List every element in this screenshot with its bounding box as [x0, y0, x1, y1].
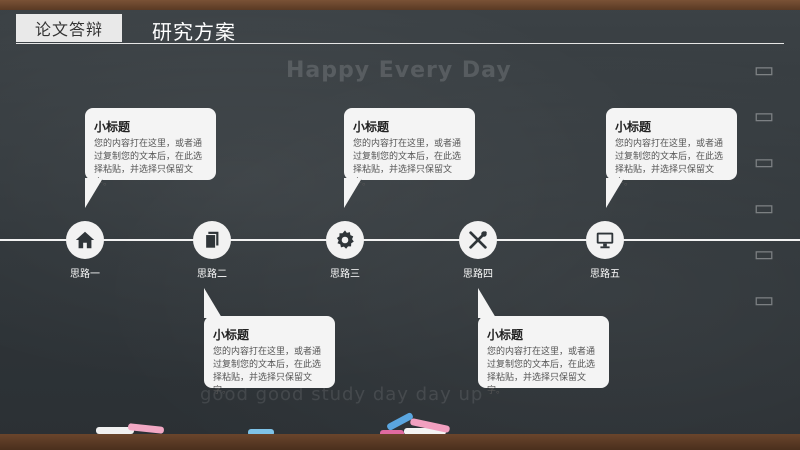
- callout-4-tail: [478, 288, 496, 318]
- page-title: 研究方案: [152, 20, 236, 44]
- callout-text: 您的内容打在这里，或者通过复制您的文本后，在此选择粘贴，并选择只保留文字。: [487, 347, 596, 396]
- callout-2-tail: [204, 288, 222, 318]
- callout-title: 小标题: [615, 120, 652, 134]
- callout-text: 您的内容打在这里，或者通过复制您的文本后，在此选择粘贴，并选择只保留文字。: [615, 139, 724, 188]
- watermark-bottom-text: good good study day day up: [200, 384, 484, 405]
- callout-4: 小标题 您的内容打在这里，或者通过复制您的文本后，在此选择粘贴，并选择只保留文字…: [478, 316, 609, 396]
- callout-text: 您的内容打在这里，或者通过复制您的文本后，在此选择粘贴，并选择只保留文字。: [94, 139, 203, 188]
- scribble-6: ▭: [753, 288, 775, 313]
- node-label-1: 思路一: [70, 269, 100, 280]
- callout-title: 小标题: [94, 120, 131, 134]
- callout-3-tail: [344, 178, 362, 208]
- node-label-5: 思路五: [590, 269, 620, 280]
- tools-icon: [469, 231, 487, 249]
- callout-text: 您的内容打在这里，或者通过复制您的文本后，在此选择粘贴，并选择只保留文字。: [353, 139, 462, 188]
- node-label-3: 思路三: [330, 269, 360, 280]
- callout-5: 小标题 您的内容打在这里，或者通过复制您的文本后，在此选择粘贴，并选择只保留文字…: [606, 108, 737, 188]
- node-label-4: 思路四: [463, 269, 493, 280]
- scribble-2: ▭: [753, 104, 775, 129]
- board-frame-top: [0, 0, 800, 10]
- timeline-node-1[interactable]: [66, 221, 104, 259]
- callout-title: 小标题: [487, 328, 524, 342]
- timeline-node-5[interactable]: [586, 221, 624, 259]
- section-tag: 论文答辩: [16, 14, 122, 42]
- callout-5-tail: [606, 178, 624, 208]
- timeline-node-2[interactable]: [193, 221, 231, 259]
- gear-icon: [336, 230, 354, 249]
- scribble-4: ▭: [753, 196, 775, 221]
- callout-title: 小标题: [353, 120, 390, 134]
- document-icon: [205, 231, 219, 249]
- chalk-scribbles: ▭ ▭ ▭ ▭ ▭ ▭: [742, 48, 786, 388]
- callout-1-tail: [85, 178, 103, 208]
- callout-3: 小标题 您的内容打在这里，或者通过复制您的文本后，在此选择粘贴，并选择只保留文字…: [344, 108, 475, 188]
- chalk-magenta: [380, 430, 404, 437]
- timeline-line: [0, 239, 800, 241]
- watermark-text: Happy Every Day: [286, 58, 512, 83]
- node-label-2: 思路二: [197, 269, 227, 280]
- scribble-1: ▭: [753, 58, 775, 83]
- callout-1: 小标题 您的内容打在这里，或者通过复制您的文本后，在此选择粘贴，并选择只保留文字…: [85, 108, 216, 188]
- timeline-node-4[interactable]: [459, 221, 497, 259]
- callout-2: 小标题 您的内容打在这里，或者通过复制您的文本后，在此选择粘贴，并选择只保留文字…: [204, 316, 335, 396]
- timeline-node-3[interactable]: [326, 221, 364, 259]
- chalk-white: [96, 427, 134, 434]
- title-divider: [16, 43, 784, 44]
- home-icon: [75, 231, 95, 249]
- scribble-3: ▭: [753, 150, 775, 175]
- chalk-white-2: [404, 428, 446, 435]
- monitor-icon: [596, 232, 614, 249]
- callout-title: 小标题: [213, 328, 250, 342]
- scribble-5: ▭: [753, 242, 775, 267]
- callout-text: 您的内容打在这里，或者通过复制您的文本后，在此选择粘贴，并选择只保留文字。: [213, 347, 322, 396]
- board-frame-bottom: [0, 434, 800, 450]
- chalk-blue: [248, 429, 274, 436]
